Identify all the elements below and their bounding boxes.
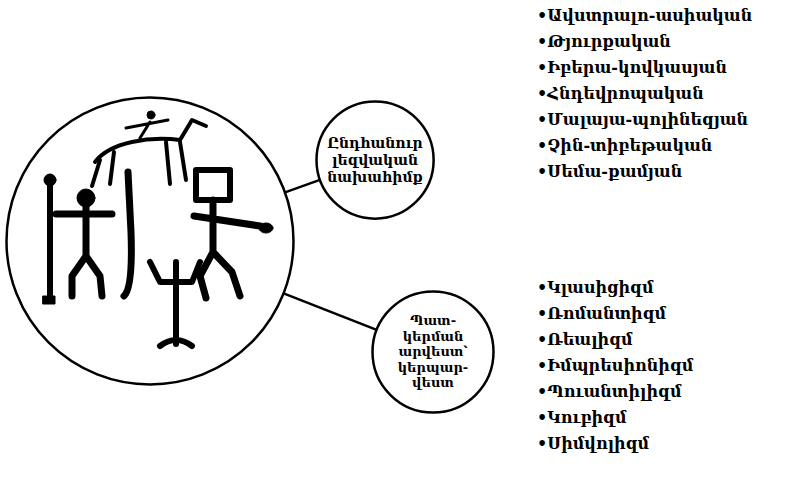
list-item: •Սեմա-քամյան: [537, 162, 682, 181]
circle-shape: [316, 101, 433, 218]
list-item: •Ռեալիզմ: [537, 330, 633, 349]
node-label: Ընդհանուր լեզվական նախահիմք: [327, 135, 423, 185]
node-text-box: Ընդհանուր լեզվական նախահիմք: [327, 135, 423, 185]
list-item: •Մալայա-պոլինեզյան: [537, 110, 748, 129]
category-circle: Ընդհանուր լեզվական նախահիմք: [315, 100, 435, 220]
list-item: •Ավստրալո-ասիական: [537, 6, 752, 25]
category-circle: Պատ- կերման արվեստ՝ կերպար- վեստ: [371, 290, 495, 414]
circle-shape: [373, 292, 494, 413]
list-item: •Ռոմանտիզմ: [537, 304, 666, 323]
list-item: •Կլասիցիզմ: [537, 278, 654, 297]
node-text-box: Պատ- կերման արվեստ՝ կերպար- վեստ: [398, 313, 469, 391]
circle-outline: [5, 96, 295, 386]
illustration-circle: [5, 96, 295, 386]
connector-line: [285, 180, 320, 193]
list-item: •Կուբիզմ: [537, 408, 627, 427]
list-item: •Պուանտիլիզմ: [537, 382, 681, 401]
node-label: Պատ- կերման արվեստ՝ կերպար- վեստ: [398, 313, 469, 391]
list-item: •Իմպրեսիոնիզմ: [537, 356, 693, 375]
connector-line: [284, 293, 377, 330]
list-item: •Իբերա-կովկասյան: [537, 58, 727, 77]
circle-shape: [7, 98, 294, 385]
list-item: •Հնդեվրոպական: [537, 84, 704, 103]
list-item: •Սիմվոլիզմ: [537, 434, 649, 453]
list-item: •Չին-տիբեթական: [537, 136, 712, 155]
list-item: •Թյուրքական: [537, 32, 671, 51]
